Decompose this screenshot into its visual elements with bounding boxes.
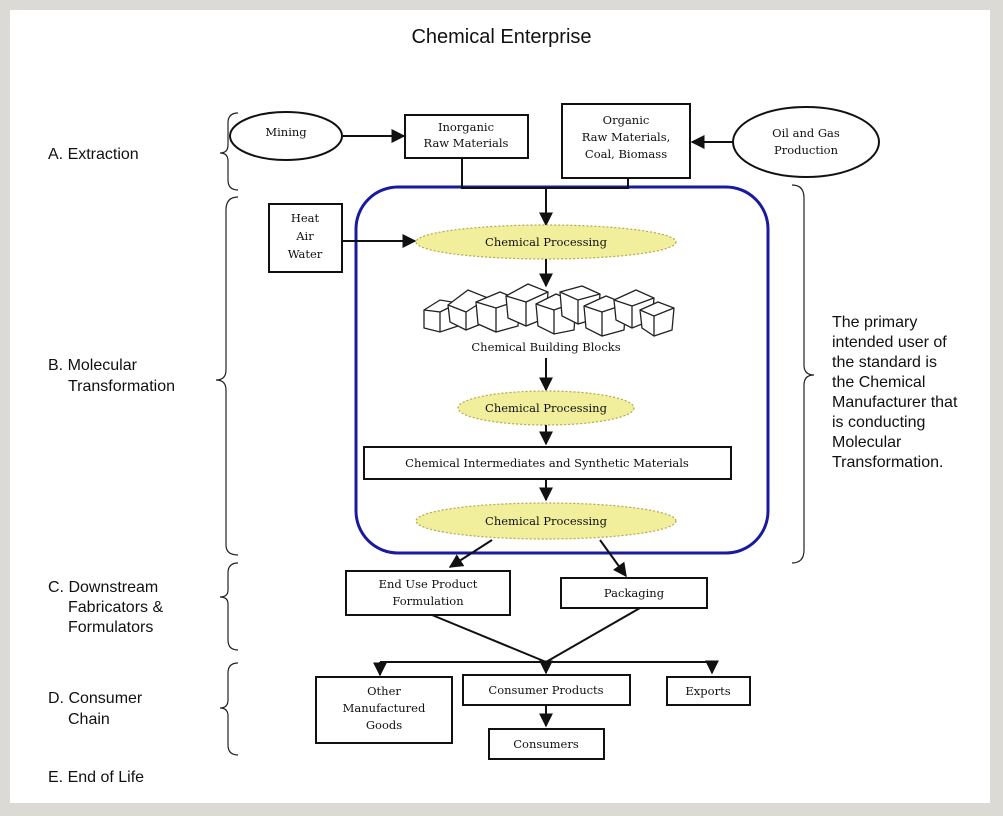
heat-air-water-node — [268, 203, 343, 273]
organic-label-2: Raw Materials, — [582, 130, 671, 144]
exports-label: Exports — [685, 684, 730, 698]
consumers-label: Consumers — [513, 737, 579, 751]
arrow-to-end-use — [448, 539, 493, 568]
connector-packaging-down — [545, 607, 641, 663]
brace-molecular — [215, 196, 239, 556]
diagram-title: Chemical Enterprise — [411, 26, 592, 48]
heat-label: Heat — [291, 211, 320, 225]
chemical-processing-2-label: Chemical Processing — [485, 401, 608, 415]
other-goods-label-3: Goods — [366, 718, 402, 732]
organic-label-3: Coal, Biomass — [585, 147, 667, 161]
stage-molecular-line1: B. Molecular — [48, 357, 137, 374]
note-line: The primary — [832, 314, 918, 331]
note-line: is conducting — [832, 414, 926, 431]
stage-downstream-line1: C. Downstream — [48, 579, 159, 596]
exports-node — [666, 676, 751, 706]
note-line: the Chemical — [832, 374, 926, 391]
note-line: Molecular — [832, 434, 902, 451]
chemical-processing-1-label: Chemical Processing — [485, 235, 608, 249]
water-label: Water — [288, 247, 323, 261]
note-line: the standard is — [832, 354, 937, 371]
end-use-formulation-node — [345, 570, 511, 616]
consumers-node — [488, 728, 605, 760]
air-label: Air — [295, 229, 314, 243]
end-use-label-1: End Use Product — [379, 577, 478, 591]
brace-downstream — [219, 562, 239, 651]
other-goods-label-1: Other — [367, 684, 401, 698]
stage-consumer-line1: D. Consumer — [48, 690, 143, 707]
oil-gas-node — [732, 106, 880, 178]
brace-right — [791, 184, 815, 564]
stage-end-of-life: E. End of Life — [48, 769, 145, 786]
connector-end-use-down — [431, 614, 547, 663]
stage-downstream-line2: Fabricators & — [68, 599, 164, 616]
note-line: Transformation. — [832, 454, 944, 471]
chemical-processing-3 — [415, 502, 677, 540]
other-goods-node — [315, 676, 453, 744]
intermediates-node — [363, 446, 732, 480]
consumer-products-label: Consumer Products — [488, 683, 603, 697]
stage-consumer-line2: Chain — [68, 711, 110, 728]
building-blocks-cubes — [423, 283, 675, 337]
note-line: Manufacturer that — [832, 394, 958, 411]
packaging-node — [560, 577, 708, 609]
inorganic-label-1: Inorganic — [438, 120, 494, 134]
packaging-label: Packaging — [604, 586, 665, 600]
building-blocks-label: Chemical Building Blocks — [471, 340, 620, 354]
organic-node — [561, 103, 691, 179]
note-line: intended user of — [832, 334, 947, 351]
stage-molecular-line2: Transformation — [68, 378, 175, 395]
chemical-processing-3-label: Chemical Processing — [485, 514, 608, 528]
arrow-to-packaging — [599, 539, 627, 578]
mining-label: Mining — [265, 125, 307, 139]
oil-gas-label-2: Production — [774, 143, 839, 157]
intermediates-label: Chemical Intermediates and Synthetic Mat… — [405, 456, 689, 470]
oil-gas-label-1: Oil and Gas — [772, 126, 840, 140]
inorganic-label-2: Raw Materials — [424, 136, 509, 150]
inorganic-node — [404, 114, 529, 159]
other-goods-label-2: Manufactured — [343, 701, 426, 715]
organic-label-1: Organic — [603, 113, 650, 127]
stage-extraction: A. Extraction — [48, 146, 139, 163]
brace-consumer — [219, 662, 239, 756]
primary-user-note: The primary intended user of the standar… — [832, 313, 997, 473]
end-use-label-2: Formulation — [392, 594, 464, 608]
stage-downstream-line3: Formulators — [68, 619, 154, 636]
brace-extraction — [219, 112, 239, 191]
